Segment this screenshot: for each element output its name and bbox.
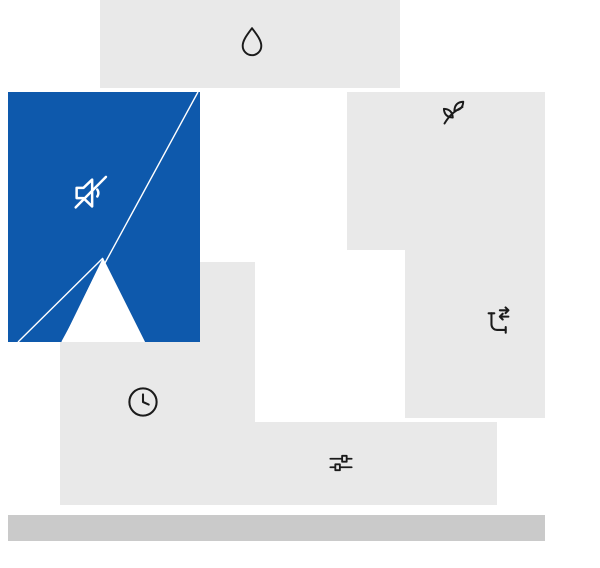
banner-fold-line bbox=[17, 257, 104, 343]
accent-banner-tile[interactable] bbox=[8, 92, 200, 345]
speaker-mute-icon bbox=[68, 170, 114, 216]
clock-icon bbox=[124, 383, 162, 421]
banner-notch bbox=[62, 258, 145, 342]
water-drop-icon bbox=[234, 24, 270, 60]
sliders-icon bbox=[324, 446, 358, 480]
banner-shape bbox=[8, 92, 200, 342]
tile-eco[interactable] bbox=[347, 92, 545, 250]
banner-fold-line bbox=[61, 92, 199, 343]
leaf-icon bbox=[437, 95, 473, 131]
tile-water[interactable] bbox=[100, 0, 400, 88]
plug-swap-icon bbox=[478, 303, 516, 341]
tile-options[interactable] bbox=[200, 422, 497, 505]
tile-connect[interactable] bbox=[405, 250, 545, 418]
footer-bar bbox=[8, 515, 545, 541]
